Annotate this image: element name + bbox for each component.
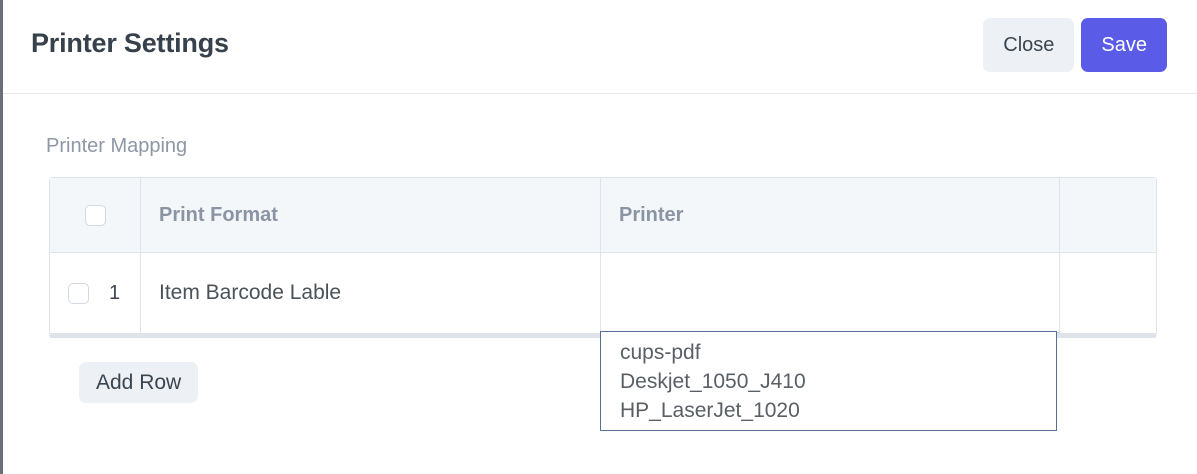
table-row: 1 Item Barcode Lable [50, 253, 1156, 334]
printer-mapping-table: Print Format Printer 1 Item Barcode Labl… [49, 177, 1157, 335]
header-label-printer: Printer [619, 203, 684, 226]
row-checkbox[interactable] [68, 282, 89, 304]
select-all-checkbox[interactable] [84, 204, 106, 226]
row-cell-print-format[interactable]: Item Barcode Lable [141, 253, 601, 333]
table-header-row: Print Format Printer [50, 178, 1156, 253]
header-cell-print-format[interactable]: Print Format [141, 178, 601, 252]
page-title: Printer Settings [31, 28, 229, 58]
dropdown-option-hp-laserjet[interactable]: HP_LaserJet_1020 [620, 399, 800, 422]
header-actions: Close Save [983, 18, 1167, 72]
dropdown-option-deskjet[interactable]: Deskjet_1050_J410 [620, 370, 806, 393]
add-row-button[interactable]: Add Row [79, 362, 199, 403]
save-button[interactable]: Save [1081, 18, 1167, 72]
row-cell-blank [1060, 253, 1156, 333]
close-button[interactable]: Close [983, 18, 1075, 72]
print-format-value: Item Barcode Lable [159, 281, 342, 304]
header-cell-select [50, 178, 141, 252]
header-cell-blank [1060, 178, 1156, 252]
section-label-printer-mapping: Printer Mapping [46, 135, 188, 157]
header-cell-printer[interactable]: Printer [601, 178, 1060, 252]
row-cell-select: 1 [50, 253, 141, 333]
header-label-print-format: Print Format [159, 203, 278, 226]
printer-dropdown-list[interactable]: cups-pdf Deskjet_1050_J410 HP_LaserJet_1… [600, 331, 1057, 431]
row-cell-printer[interactable] [601, 253, 1060, 333]
dropdown-option-cups-pdf[interactable]: cups-pdf [620, 341, 701, 364]
row-index: 1 [109, 281, 121, 304]
dialog-header: Printer Settings Close Save [3, 0, 1197, 94]
window-left-edge [0, 0, 3, 474]
